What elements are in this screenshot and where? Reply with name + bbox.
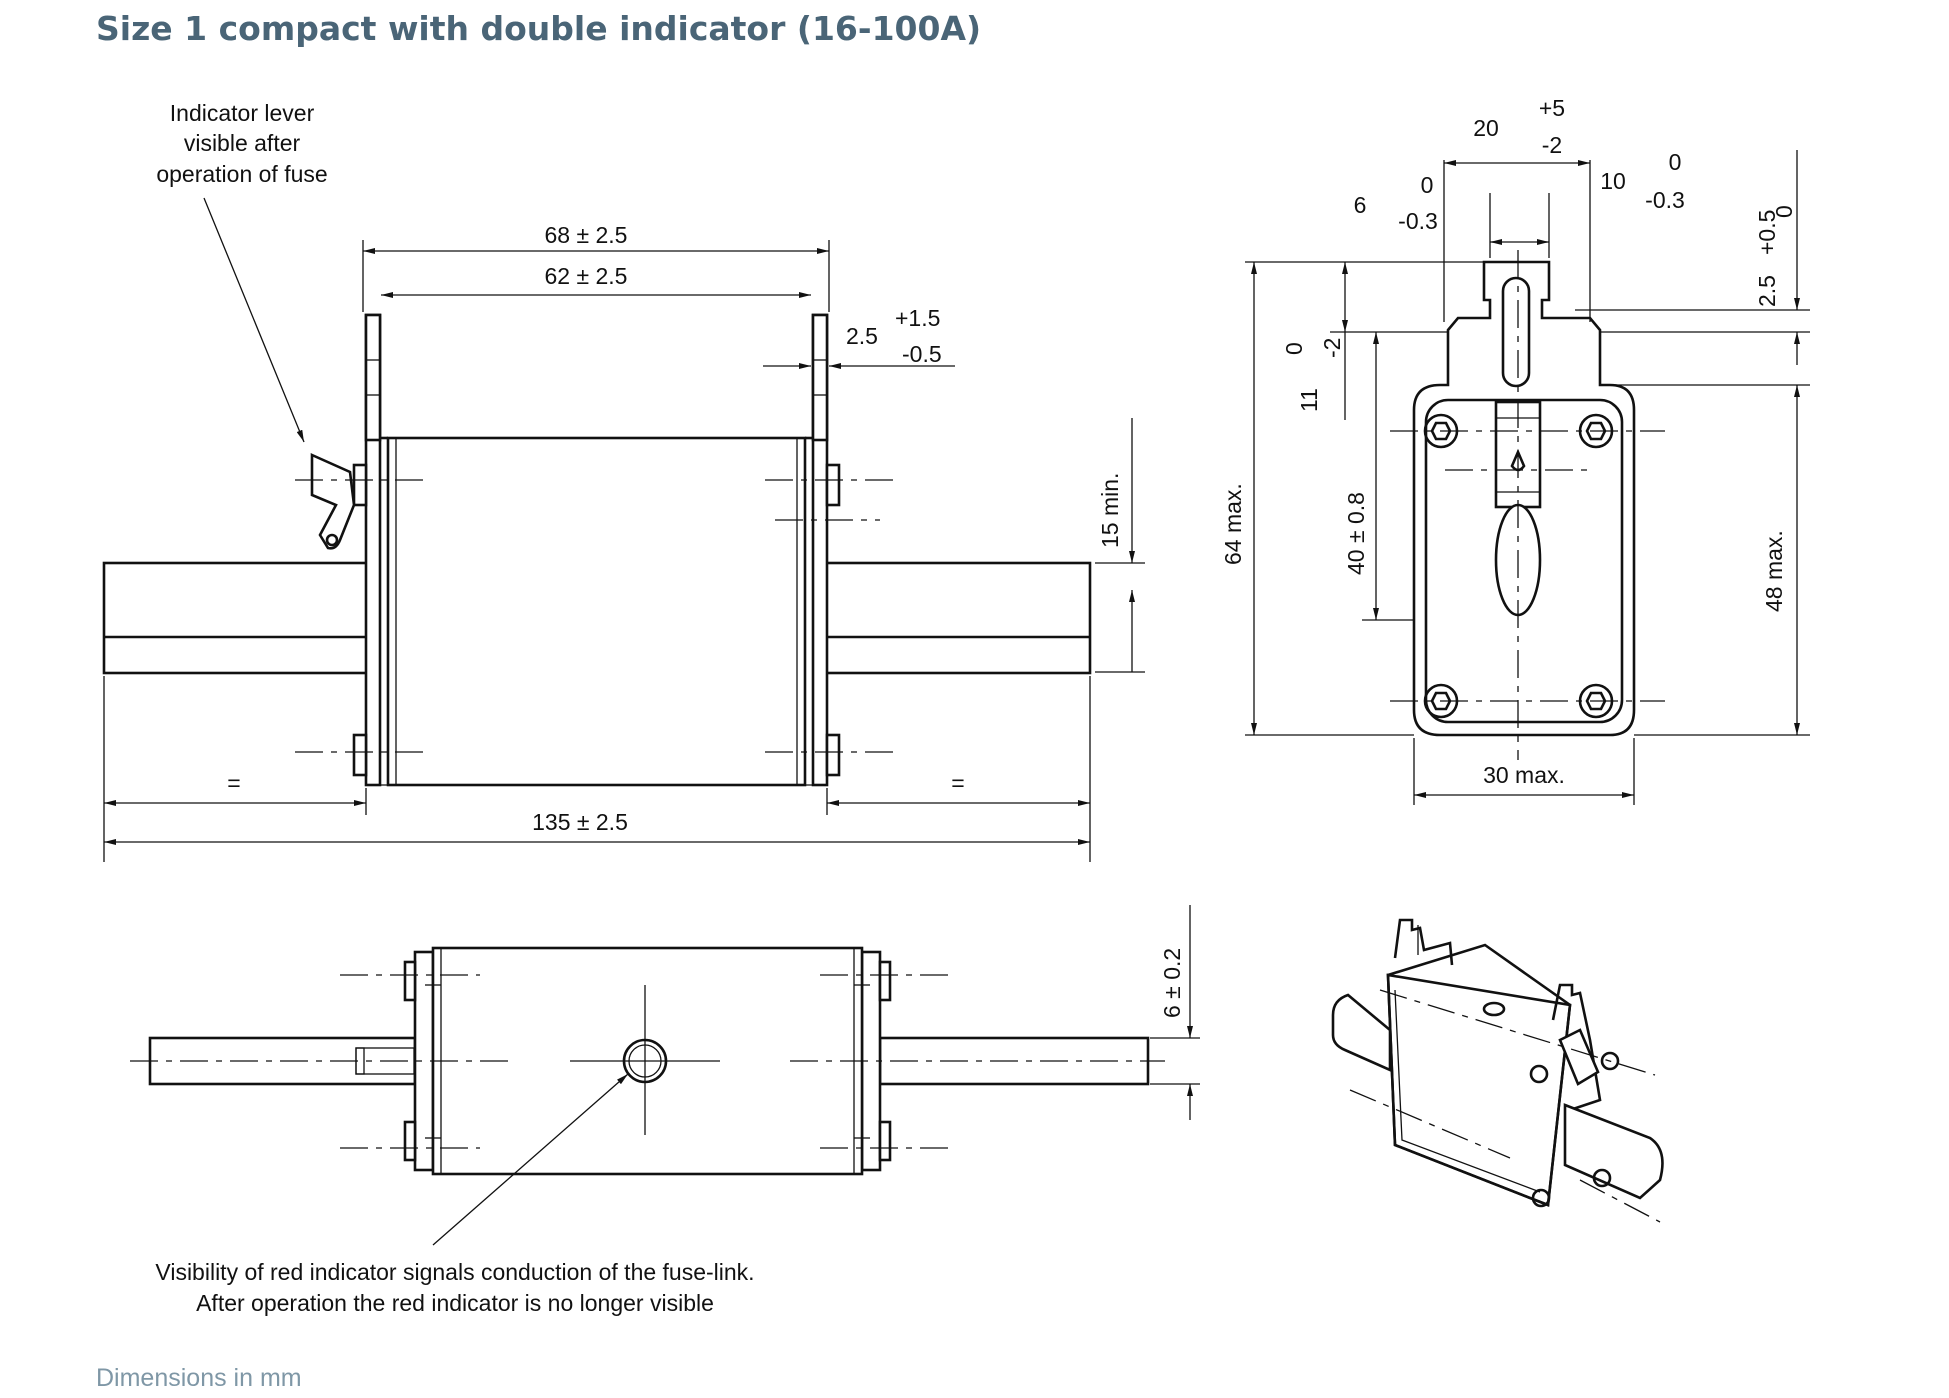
note-line-1: Visibility of red indicator signals cond…: [155, 1259, 754, 1285]
dim-total: 135 ± 2.5: [532, 809, 628, 835]
dim-eleven-tol-minus: -2: [1319, 338, 1345, 358]
dim-ten-tol-0: 0: [1669, 149, 1682, 175]
dim-eleven: 11: [1296, 388, 1322, 412]
dim-six-tol-minus: -0.3: [1398, 208, 1438, 234]
right-blade: [823, 561, 1092, 675]
dim-ten: 10: [1600, 168, 1626, 194]
dim-equal-right: =: [951, 770, 964, 796]
callout-line-3: operation of fuse: [156, 161, 327, 187]
iso-body: [1386, 943, 1572, 1207]
dim-tab-tol-minus: -0.5: [902, 341, 942, 367]
dim-30: 30 max.: [1483, 762, 1565, 788]
dim-top: 20: [1473, 115, 1499, 141]
dim-eleven-tol-0: 0: [1281, 342, 1307, 355]
left-blade: [102, 561, 370, 675]
page-title: Size 1 compact with double indicator (16…: [96, 9, 981, 48]
dim-outer: 68 ± 2.5: [545, 222, 628, 248]
dim-40: 40 ± 0.8: [1343, 492, 1369, 575]
callout-line-2: visible after: [184, 130, 301, 156]
dim-plus05: +0.5: [1754, 210, 1780, 255]
fuse-body: [386, 436, 807, 787]
note-line-2: After operation the red indicator is no …: [196, 1290, 714, 1316]
units-note: Dimensions in mm: [96, 1364, 302, 1392]
iso-blade: [1563, 1103, 1664, 1200]
dim-top-tol-minus: -2: [1542, 132, 1562, 158]
dim-64: 64 max.: [1220, 483, 1246, 565]
top-view: 6 ± 0.2 Visibility of red indicator sign…: [130, 905, 1200, 1316]
dim-min: 15 min.: [1097, 473, 1123, 548]
dim-6-top: 6 ± 0.2: [1159, 948, 1185, 1018]
front-view: Indicator lever visible after operation …: [102, 100, 1145, 862]
dim-48: 48 max.: [1761, 530, 1787, 612]
dim-six-tol-0: 0: [1421, 172, 1434, 198]
dim-equal-left: =: [227, 770, 240, 796]
indicator-lever: [310, 452, 356, 550]
dim-25: 2.5: [1754, 275, 1780, 307]
isometric-view: [1331, 918, 1664, 1223]
dim-zero: 0: [1771, 205, 1797, 218]
dim-ten-tol-minus: -0.3: [1645, 187, 1685, 213]
callout-line-1: Indicator lever: [170, 100, 315, 126]
dim-tab-tol-plus: +1.5: [895, 305, 940, 331]
side-view: 20 +5 -2 6 0 -0.3 10 0 -0.3 +0.5 0 2.5 4…: [1220, 95, 1810, 805]
dim-inner: 62 ± 2.5: [545, 263, 628, 289]
dim-six: 6: [1354, 192, 1367, 218]
dim-top-tol-plus: +5: [1539, 95, 1565, 121]
dim-tab: 2.5: [846, 323, 878, 349]
